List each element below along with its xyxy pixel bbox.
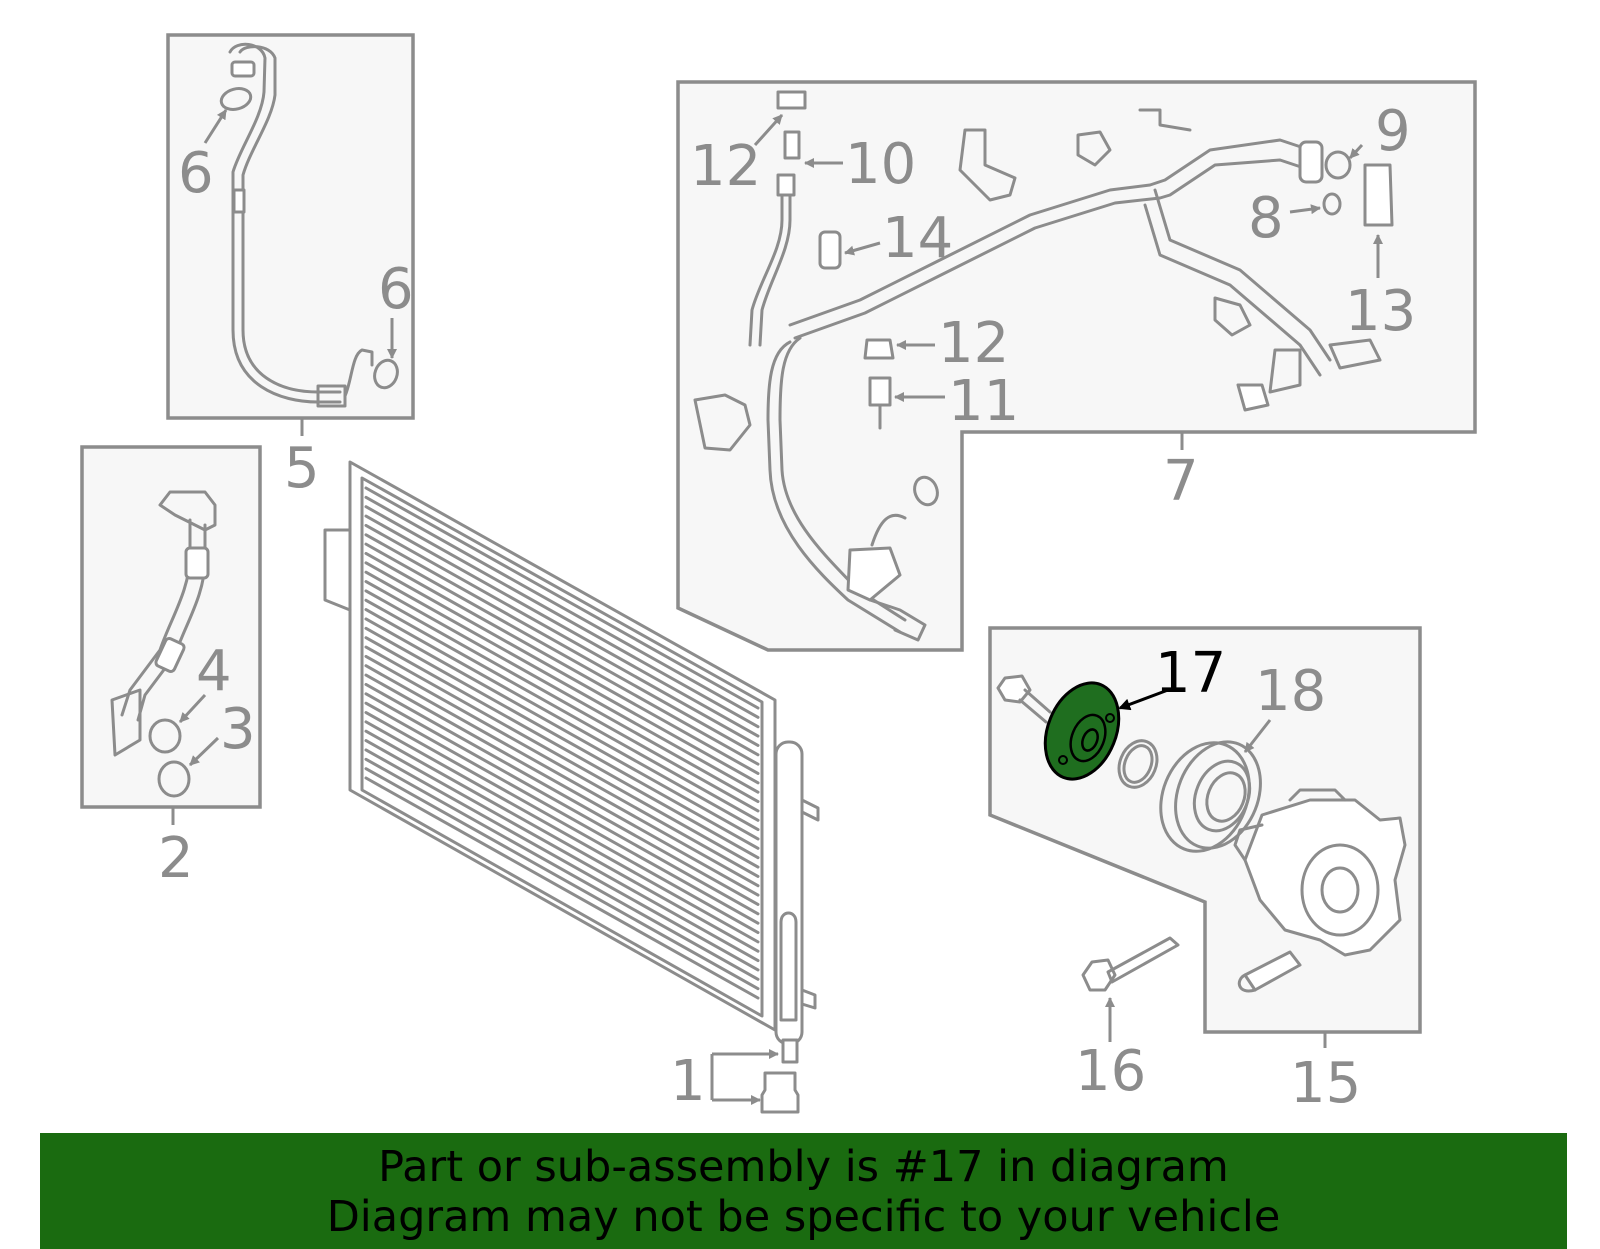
footer-line-1: Part or sub-assembly is #17 in diagram <box>378 1142 1229 1192</box>
condenser-fin <box>364 776 760 1000</box>
condenser-fin <box>364 542 760 766</box>
callout-3: 3 <box>220 697 256 762</box>
callout-18: 18 <box>1255 659 1326 724</box>
condenser-fin <box>364 523 760 747</box>
panel-compressor-15: 17 18 16 15 <box>988 626 1422 1116</box>
condenser-fin <box>364 589 760 813</box>
panel-pipe-2: 4 3 2 <box>80 445 262 891</box>
condenser-1: 1 <box>323 460 820 1114</box>
condenser-fin <box>364 757 760 981</box>
callout-17: 17 <box>1155 641 1226 706</box>
callout-6a: 6 <box>178 141 214 206</box>
callout-8: 8 <box>1248 186 1284 251</box>
condenser-fin <box>364 598 760 822</box>
callout-5: 5 <box>284 436 320 501</box>
clutch-hub-17 <box>1043 681 1121 781</box>
condenser-fin <box>364 739 760 963</box>
callout-6b: 6 <box>378 257 414 322</box>
callout-10: 10 <box>845 132 916 197</box>
callout-14: 14 <box>882 206 953 271</box>
condenser-fin <box>364 580 760 804</box>
callout-13: 13 <box>1345 279 1416 344</box>
condenser-fin <box>364 505 760 729</box>
condenser-fin <box>364 636 760 860</box>
callout-4: 4 <box>196 639 232 704</box>
condenser-fin <box>364 533 760 757</box>
condenser-fin <box>364 720 760 944</box>
panel-hoses-7: 12 10 14 12 11 9 8 13 7 <box>676 80 1477 652</box>
callout-12b: 12 <box>938 311 1009 376</box>
condenser-fin <box>364 654 760 878</box>
panel-hose-5: 6 6 5 <box>166 33 415 501</box>
callout-12a: 12 <box>690 134 761 199</box>
condenser-fin <box>364 486 760 710</box>
condenser-fin <box>364 495 760 719</box>
condenser-fin <box>364 561 760 785</box>
callout-15: 15 <box>1290 1051 1361 1116</box>
condenser-fin <box>364 617 760 841</box>
condenser-fin <box>364 551 760 775</box>
condenser-fin <box>364 626 760 850</box>
callout-11: 11 <box>948 369 1019 434</box>
condenser-fin <box>364 514 760 738</box>
condenser-fin <box>364 673 760 897</box>
condenser-fin <box>364 682 760 906</box>
footer-line-2: Diagram may not be specific to your vehi… <box>326 1192 1281 1242</box>
condenser-fin <box>364 645 760 869</box>
condenser-fin <box>364 748 760 972</box>
condenser-fin <box>364 608 760 832</box>
callout-16: 16 <box>1075 1039 1146 1104</box>
condenser-fin <box>364 701 760 925</box>
callout-1: 1 <box>670 1049 706 1114</box>
condenser-fin <box>364 711 760 935</box>
condenser-fin <box>364 729 760 953</box>
footer-banner: Part or sub-assembly is #17 in diagram D… <box>40 1133 1567 1249</box>
callout-7: 7 <box>1163 449 1199 514</box>
callout-9: 9 <box>1375 99 1411 164</box>
condenser-fin <box>364 767 760 991</box>
condenser-fin <box>364 570 760 794</box>
footer-banner-bg <box>40 1133 1567 1249</box>
condenser-fin <box>364 664 760 888</box>
callout-2: 2 <box>158 826 194 891</box>
condenser-fin <box>364 692 760 916</box>
